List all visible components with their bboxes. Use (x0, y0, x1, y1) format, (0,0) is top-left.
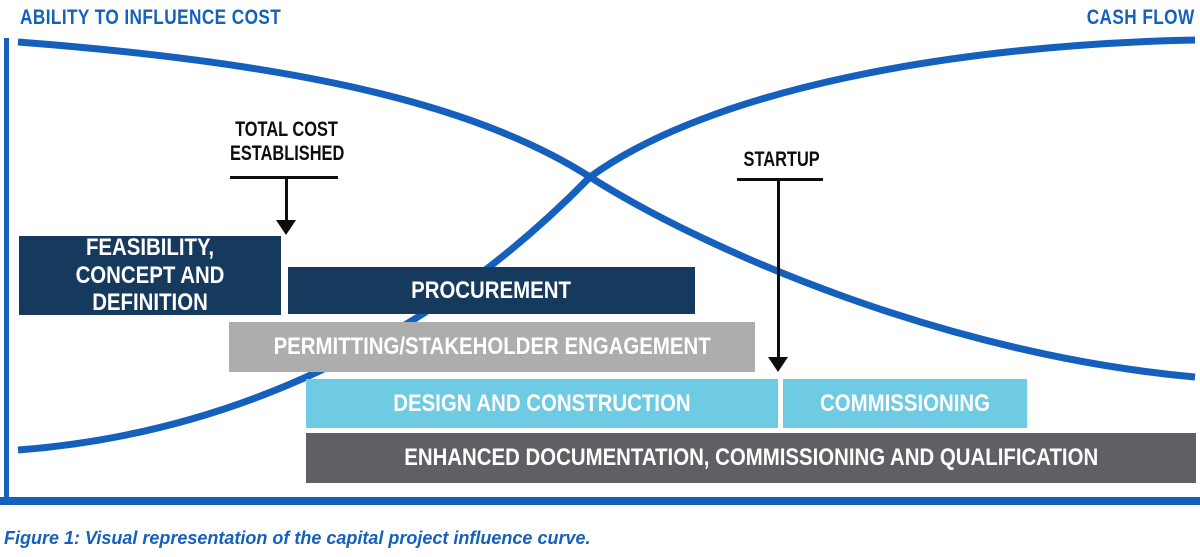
bar-permitting-label: PERMITTING/STAKEHOLDER ENGAGEMENT (273, 333, 711, 361)
total-cost-down-arrow-icon (276, 220, 296, 235)
bar-procurement-label: PROCUREMENT (411, 276, 572, 304)
cash-flow-curve (17, 36, 1196, 454)
bar-feasibility-concept-definition: FEASIBILITY, CONCEPT AND DEFINITION (19, 234, 281, 317)
total-cost-established-label: TOTAL COST ESTABLISHED (214, 118, 359, 165)
startup-underline (737, 178, 823, 181)
left-axis-title: ABILITY TO INFLUENCE COST (20, 6, 339, 30)
y-axis-line (4, 38, 9, 505)
total-cost-underline (230, 176, 338, 179)
figure-caption: Figure 1: Visual representation of the c… (4, 528, 591, 548)
bar-commissioning: COMMISSIONING (783, 379, 1027, 428)
bar-enhanced-label: ENHANCED DOCUMENTATION, COMMISSIONING AN… (404, 444, 1098, 472)
left-axis-title-text: ABILITY TO INFLUENCE COST (20, 6, 282, 29)
bar-design-label: DESIGN AND CONSTRUCTION (393, 389, 691, 417)
bar-design-and-construction: DESIGN AND CONSTRUCTION (306, 379, 778, 428)
x-axis-line (0, 497, 1200, 505)
right-axis-title-text: CASH FLOW (1087, 6, 1195, 29)
bar-procurement: PROCUREMENT (288, 267, 695, 314)
bar-feasibility-label: FEASIBILITY, CONCEPT AND DEFINITION (75, 234, 225, 317)
right-axis-title: CASH FLOW (1063, 6, 1195, 30)
bar-commissioning-label: COMMISSIONING (819, 389, 990, 417)
bar-enhanced-documentation: ENHANCED DOCUMENTATION, COMMISSIONING AN… (306, 433, 1196, 483)
total-cost-established-text: TOTAL COST ESTABLISHED (229, 118, 345, 165)
total-cost-arrow-shaft (285, 178, 288, 221)
bar-permitting-stakeholder-engagement: PERMITTING/STAKEHOLDER ENGAGEMENT (229, 322, 755, 372)
startup-label: STARTUP (733, 148, 829, 172)
startup-down-arrow-icon (768, 357, 788, 372)
startup-text: STARTUP (743, 148, 820, 171)
startup-arrow-shaft (777, 180, 780, 358)
